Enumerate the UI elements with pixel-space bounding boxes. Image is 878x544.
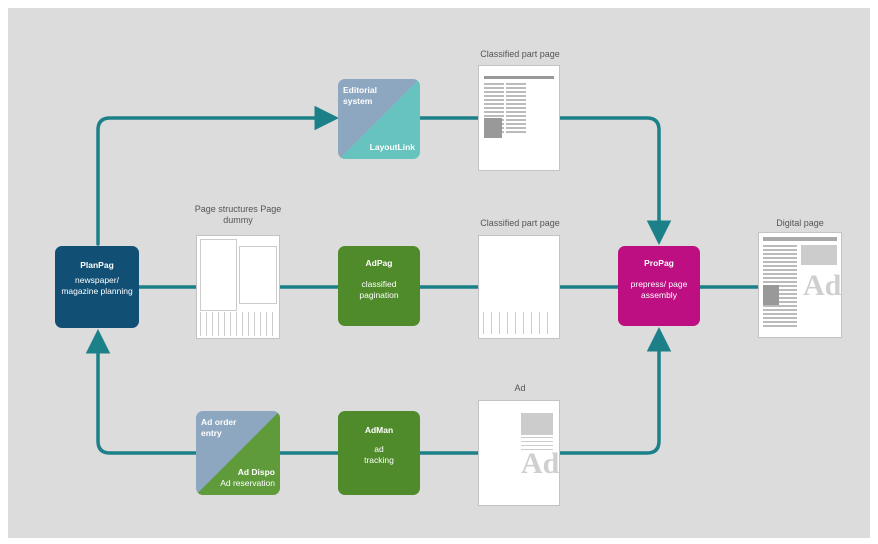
caption-classified-top: Classified part page — [480, 49, 560, 59]
caption-page-structures: Page structures Page dummy — [194, 204, 282, 225]
classified-page-top — [478, 65, 560, 171]
ad-dispo-title: Ad Dispo — [237, 467, 275, 477]
ad-order-entry-node: Ad order entry Ad Dispo Ad reservation — [196, 411, 280, 495]
caption-digital-page: Digital page — [776, 218, 824, 228]
adman-node: AdMan ad tracking — [338, 411, 420, 495]
line-addispo-to-planpag — [85, 329, 198, 455]
adpag-title: AdPag — [365, 258, 393, 268]
adman-subtitle: ad tracking — [364, 444, 394, 465]
propag-title: ProPag — [644, 258, 674, 268]
diagram-background — [8, 8, 870, 538]
adman-title: AdMan — [364, 425, 394, 435]
ad-page: Ad — [478, 400, 560, 506]
editorial-title: Editorial system — [343, 85, 378, 106]
editorial-system-node: Editorial system LayoutLink — [338, 79, 420, 159]
planpag-node: PlanPag newspaper/ magazine planning — [55, 246, 139, 328]
planpag-title: PlanPag — [80, 260, 114, 270]
planpag-subtitle: newspaper/ magazine planning — [61, 275, 133, 296]
adpag-subtitle: classified pagination — [359, 279, 399, 300]
caption-ad: Ad — [514, 383, 526, 393]
propag-subtitle: prepress/ page assembly — [630, 279, 688, 300]
ad-order-entry-title: Ad order entry — [201, 417, 237, 438]
classified-page-mid — [478, 235, 560, 339]
digital-page-ad-glyph: Ad — [803, 269, 842, 302]
line-planpag-to-editorial — [96, 105, 339, 246]
line-classified-to-propag — [558, 116, 672, 245]
caption-classified-mid: Classified part page — [480, 218, 560, 228]
layoutlink-label: LayoutLink — [369, 142, 415, 152]
adpag-node: AdPag classified pagination — [338, 246, 420, 326]
line-ad-to-propag — [558, 327, 672, 455]
digital-page: Ad — [758, 232, 842, 338]
propag-node: ProPag prepress/ page assembly — [618, 246, 700, 326]
ad-reservation-label: Ad reservation — [220, 478, 275, 488]
ad-page-glyph: Ad — [521, 447, 560, 480]
page-dummy — [196, 235, 280, 339]
